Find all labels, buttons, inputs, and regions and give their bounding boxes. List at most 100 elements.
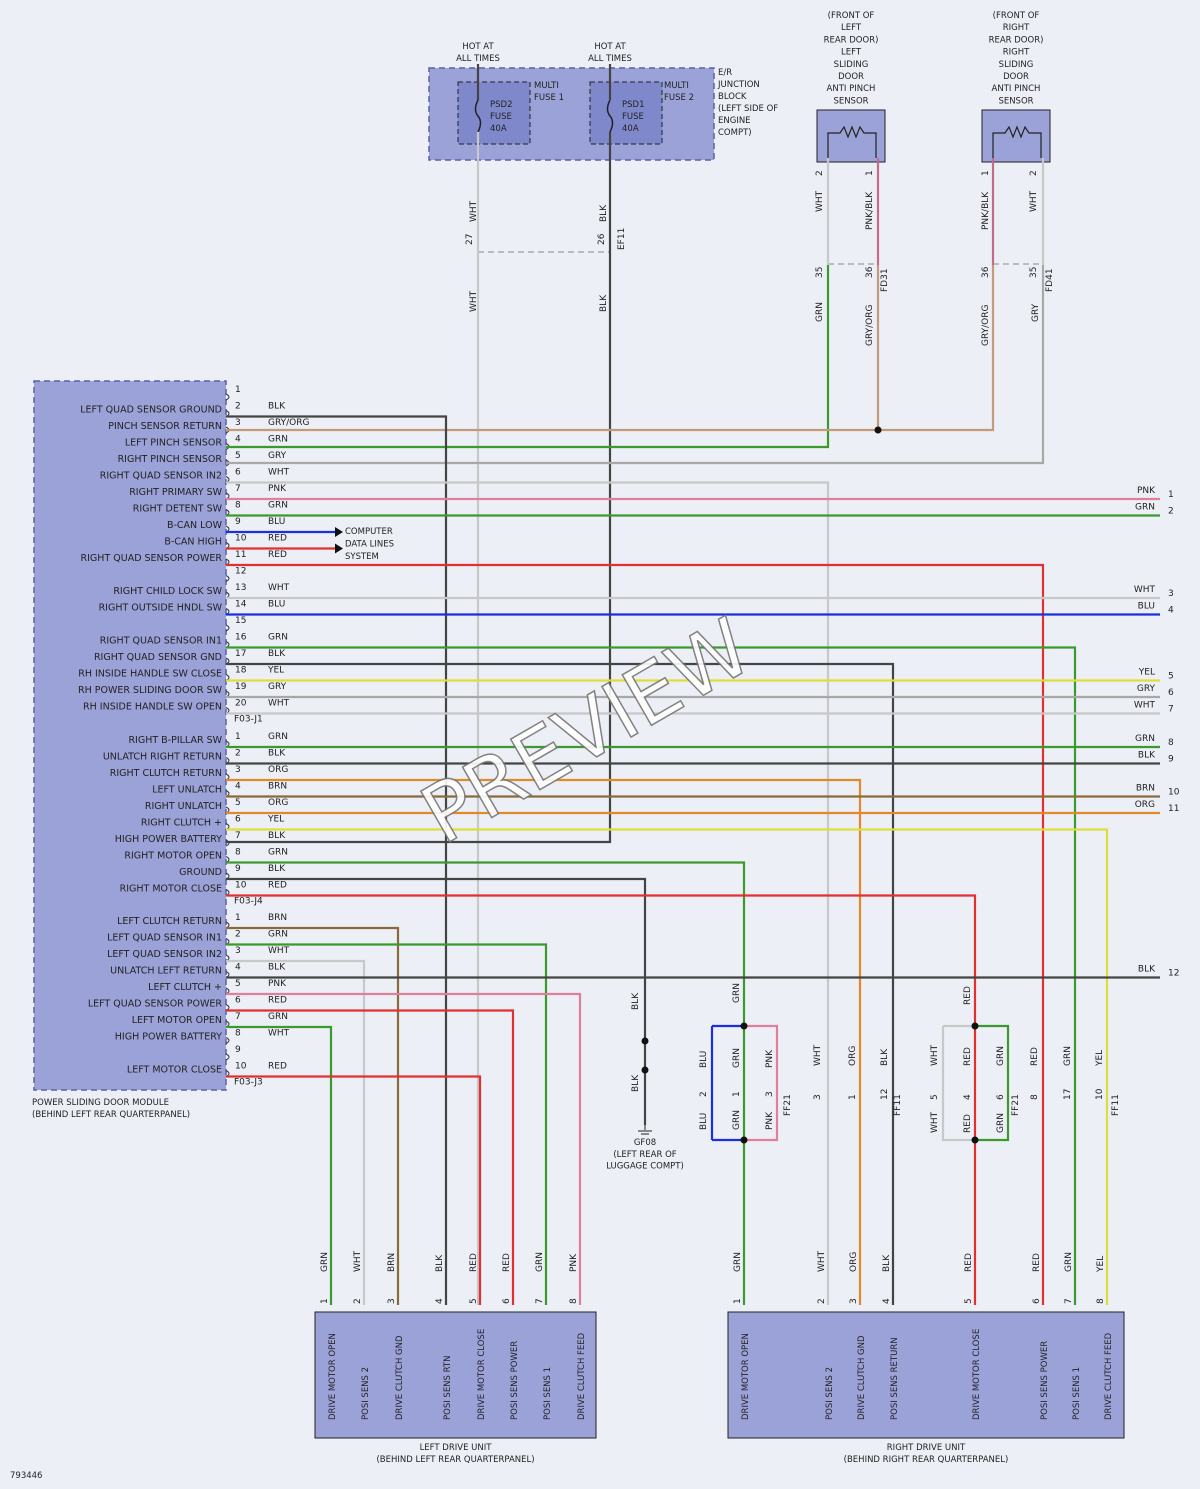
wire-color-label: GRN bbox=[268, 732, 288, 742]
watermark: PREVIEW bbox=[406, 600, 766, 862]
pin-number: 12 bbox=[880, 1089, 890, 1100]
arrow-icon bbox=[335, 543, 343, 554]
wire-color-label: RED bbox=[268, 1062, 287, 1072]
module-pin-name: RIGHT OUTSIDE HNDL SW bbox=[99, 603, 223, 614]
pin-number: 4 bbox=[963, 1094, 973, 1100]
pin-number: 3 bbox=[765, 1091, 775, 1097]
module-pin-name: B-CAN HIGH bbox=[164, 537, 222, 548]
drive-pin-name: DRIVE CLUTCH FEED bbox=[1104, 1332, 1114, 1420]
pin-number: 17 bbox=[1063, 1089, 1073, 1100]
wire-color-label: GRN bbox=[535, 1252, 545, 1272]
module-pin-number: 1 bbox=[235, 385, 241, 395]
module-pin-number: 3 bbox=[235, 946, 241, 956]
wire-color-label: RED bbox=[1030, 1047, 1040, 1066]
right-edge-color: PNK bbox=[1137, 486, 1156, 496]
drive-pin-number: 6 bbox=[502, 1298, 512, 1304]
wire-color-label: WHT bbox=[268, 699, 290, 709]
wire-color-label: BLK bbox=[599, 204, 609, 222]
wire-color-label: RED bbox=[963, 986, 973, 1005]
wire-color-label: WHT bbox=[268, 946, 290, 956]
module-pin-number: 4 bbox=[235, 782, 241, 792]
drive-pin-name: DRIVE CLUTCH FEED bbox=[577, 1332, 587, 1420]
junction-label: JUNCTION bbox=[717, 80, 760, 90]
wire-color-label: WHT bbox=[930, 1111, 940, 1133]
wire-ff11-loop bbox=[941, 1026, 975, 1142]
drive-pin-number: 8 bbox=[1096, 1298, 1106, 1304]
pin-number: 36 bbox=[981, 266, 991, 278]
drive-pin-name: POSI SENS 2 bbox=[825, 1367, 835, 1420]
module-pin-name: RH INSIDE HANDLE SW OPEN bbox=[83, 702, 222, 713]
sensor-label: (FRONT OF bbox=[828, 11, 875, 21]
module-pin-number: 3 bbox=[235, 765, 241, 775]
sensor-label: SLIDING bbox=[999, 60, 1034, 70]
module-pin-name: RIGHT CLUTCH RETURN bbox=[110, 768, 222, 779]
sensor-label: RIGHT bbox=[1003, 23, 1030, 33]
wire-color-label: RED bbox=[268, 881, 287, 891]
wire-color-label: BLK bbox=[599, 294, 609, 312]
module-pin-number: 2 bbox=[235, 749, 241, 759]
module-pin-name: LEFT MOTOR OPEN bbox=[132, 1015, 222, 1026]
wire-color-label: GRN bbox=[732, 983, 742, 1003]
wire-color-label: RED bbox=[964, 1253, 974, 1272]
wire-left-quad-in2 bbox=[226, 959, 366, 1305]
connector-label: F03-J4 bbox=[234, 897, 263, 907]
pin-number: 10 bbox=[1095, 1088, 1105, 1100]
fuse-label: MULTI bbox=[534, 81, 559, 91]
pin-bracket bbox=[225, 393, 230, 401]
right-edge-color: ORG bbox=[1135, 800, 1155, 810]
module-pin-name: RH POWER SLIDING DOOR SW bbox=[78, 685, 223, 696]
right-edge-color: WHT bbox=[1134, 701, 1156, 711]
wire-ff11-loop bbox=[975, 1024, 1010, 1142]
wire-color-label: BLK bbox=[631, 992, 641, 1010]
drive-pin-name: POSI SENS 2 bbox=[361, 1367, 371, 1420]
wire-color-label: GRN bbox=[268, 930, 288, 940]
wire-color-label: BLK bbox=[435, 1254, 445, 1272]
wire-right-clutch-plus bbox=[226, 828, 1109, 1305]
wire-color-label: BLK bbox=[882, 1254, 892, 1272]
wire-color-label: PNK/BLK bbox=[981, 191, 991, 230]
drive-pin-name: DRIVE CLUTCH GND bbox=[857, 1335, 867, 1420]
module-pin-name: RIGHT UNLATCH bbox=[145, 801, 222, 812]
wire-color-label: GRN bbox=[268, 848, 288, 858]
drive-pin-name: DRIVE MOTOR OPEN bbox=[328, 1333, 338, 1420]
module-pin-name: RIGHT MOTOR OPEN bbox=[124, 851, 222, 862]
module-pin-number: 11 bbox=[235, 550, 246, 560]
wire-color-label: BRN bbox=[268, 782, 287, 792]
left-drive-unit bbox=[314, 1311, 597, 1439]
wire-color-label: BLK bbox=[268, 864, 286, 874]
right-edge-color: GRN bbox=[1135, 734, 1155, 744]
wire-color-label: RED bbox=[268, 996, 287, 1006]
wire-color-label: YEL bbox=[1096, 1256, 1106, 1273]
module-pin-number: 17 bbox=[235, 649, 246, 659]
drive-pin-number: 6 bbox=[1032, 1298, 1042, 1304]
module-pin-number: 5 bbox=[235, 798, 241, 808]
fuse-box bbox=[457, 81, 531, 145]
right-drive-unit bbox=[727, 1311, 1125, 1439]
right-edge-ref: 12 bbox=[1168, 969, 1179, 979]
pin-number: 27 bbox=[465, 234, 475, 245]
module-pin-number: 3 bbox=[235, 418, 241, 428]
connector-label: FF21 bbox=[1011, 1094, 1021, 1116]
module-pin-number: 12 bbox=[235, 567, 246, 577]
computer-data-lines-label: DATA LINES bbox=[345, 540, 394, 550]
right-edge-color: BLK bbox=[1138, 965, 1156, 975]
module-pin-name: RH INSIDE HANDLE SW CLOSE bbox=[78, 669, 222, 680]
drive-pin-number: 5 bbox=[964, 1298, 974, 1304]
module-pin-name: B-CAN LOW bbox=[167, 520, 223, 531]
right-edge-ref: 2 bbox=[1168, 507, 1174, 517]
resistor-symbol bbox=[827, 125, 877, 158]
wire-color-label: RED bbox=[502, 1253, 512, 1272]
module-pin-name: HIGH POWER BATTERY bbox=[115, 1032, 222, 1043]
wire-color-label: BLK bbox=[268, 963, 286, 973]
wire-fuse-psd1 bbox=[226, 132, 612, 844]
module-pin-number: 8 bbox=[235, 1029, 241, 1039]
wire-left-clutch-return bbox=[226, 926, 400, 1305]
sensor-label: DOOR bbox=[1003, 72, 1029, 82]
wire-color-label: WHT bbox=[930, 1044, 940, 1066]
module-pin-name: PINCH SENSOR RETURN bbox=[108, 421, 222, 432]
pin-number: 35 bbox=[815, 267, 825, 278]
anti-pinch-sensor-left bbox=[816, 109, 886, 163]
drive-pin-number: 7 bbox=[535, 1298, 545, 1304]
module-pin-name: UNLATCH LEFT RETURN bbox=[110, 966, 222, 977]
sensor-label: SENSOR bbox=[833, 96, 868, 106]
